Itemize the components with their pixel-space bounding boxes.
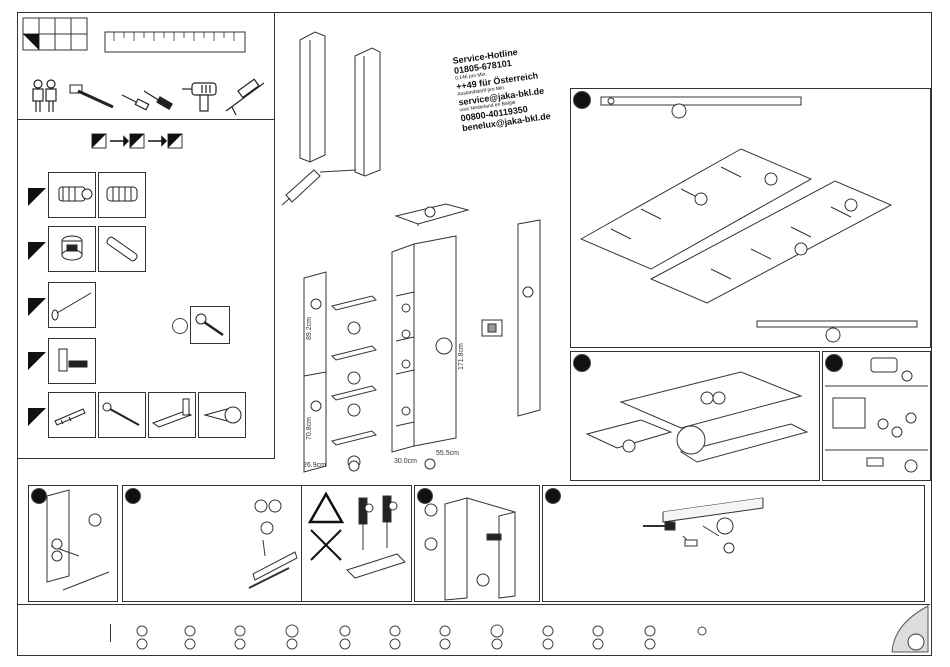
big-screw-icon — [199, 393, 245, 437]
nail-icon — [49, 283, 95, 327]
footer-rule — [110, 624, 111, 642]
two-people-icon — [30, 78, 60, 114]
page-grid-icon — [22, 17, 88, 53]
quantity-circle — [172, 318, 188, 334]
shelf-pin-drawing — [29, 486, 117, 601]
footer-circles — [130, 622, 730, 652]
wood-screw-icon — [191, 307, 229, 343]
hinge-plate-icon — [49, 339, 95, 383]
wall-plug-thumb — [48, 392, 96, 438]
warning-triangle-icon — [307, 490, 345, 564]
screw-assembly-drawing — [243, 494, 299, 594]
hardware-panel — [17, 119, 275, 459]
wood-dowel-icon — [99, 227, 145, 271]
dim-shelf-bottom: 70.8cm — [306, 417, 313, 440]
dim-shelf-top: 89.2cm — [306, 317, 313, 340]
tools-panel — [17, 12, 275, 121]
bracket-thumb — [148, 392, 196, 438]
step-5-divider — [301, 486, 302, 601]
threaded-insert-icon — [99, 173, 145, 217]
row-badge-3 — [28, 298, 46, 316]
cam-lock-thumb — [48, 226, 96, 272]
hammer-icon — [68, 83, 118, 111]
screwdriver-icon — [120, 83, 180, 115]
dowel-thumb — [98, 172, 146, 218]
step-7-panel — [542, 485, 925, 602]
step-3-panel — [822, 351, 931, 481]
cam-bolt-thumb — [48, 172, 96, 218]
dim-width: 55.5cm — [436, 450, 459, 457]
ruler-icon — [104, 31, 246, 53]
panel-assembly-drawing — [571, 352, 819, 480]
step-6-panel — [414, 485, 540, 602]
long-screw-icon — [99, 393, 145, 437]
caulking-gun-icon — [224, 77, 270, 117]
screw-thumb — [190, 306, 230, 344]
power-drill-icon — [180, 77, 220, 115]
drawer-rails-drawing — [571, 89, 930, 347]
dim-height: 171.8cm — [458, 343, 465, 370]
door-hinge-drawing — [415, 486, 539, 601]
wood-dowel-thumb — [98, 226, 146, 272]
row-badge-2 — [28, 242, 46, 260]
step-5-panel — [122, 485, 412, 602]
dim-depth: 30.0cm — [394, 458, 417, 465]
step-number-5 — [125, 488, 141, 504]
exploded-cabinet-drawing — [296, 196, 556, 476]
step-1-panel — [570, 88, 931, 348]
long-screw-thumb — [98, 392, 146, 438]
hinge-screw-thumb — [48, 338, 96, 384]
cabinet-overview-drawing — [280, 20, 405, 215]
sequence-icon — [90, 132, 200, 152]
big-screw-thumb — [198, 392, 246, 438]
wall-plug-icon — [49, 393, 95, 437]
cam-bolt-icon — [49, 173, 95, 217]
row-badge-1 — [28, 188, 46, 206]
nail-thumb — [48, 282, 96, 328]
step-2-panel — [570, 351, 820, 481]
step-4-panel — [28, 485, 118, 602]
wall-mount-drawing — [543, 486, 924, 601]
service-hotline: Service-Hotline 01805-678101 0,14€ pro M… — [452, 44, 551, 134]
page-curl-icon — [890, 604, 930, 654]
angle-bracket-icon — [149, 393, 195, 437]
cam-lock-icon — [49, 227, 95, 271]
no-hammer-screw-drawing — [343, 490, 409, 598]
row-badge-5 — [28, 408, 46, 426]
cam-lock-detail-drawing — [823, 352, 930, 480]
row-badge-4 — [28, 352, 46, 370]
dim-side-width: 26.9cm — [303, 462, 326, 469]
